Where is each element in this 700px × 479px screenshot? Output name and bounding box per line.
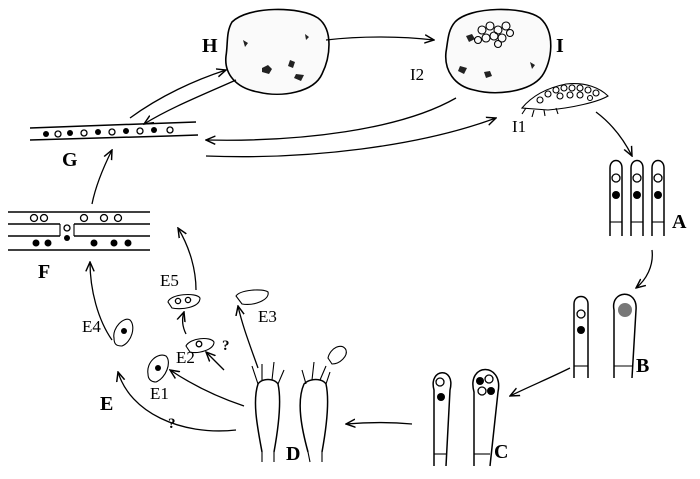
stage-i1-mat: I1 [512, 83, 609, 136]
tuber-icon [225, 8, 330, 96]
arrow-e4-to-f [90, 262, 113, 341]
arrow-g-to-i1 [205, 118, 496, 158]
arrow-b-to-c [510, 367, 571, 396]
label-e4: E4 [82, 317, 101, 336]
stage-g-hypha: G [29, 121, 199, 171]
basidiospore-icon [327, 345, 347, 365]
spore-e1: E1 [147, 354, 169, 403]
label-h: H [202, 35, 218, 57]
basidium-icon [630, 159, 644, 236]
spore-e4: E4 [82, 317, 134, 347]
arrow-i2-to-g [206, 97, 457, 140]
mycelium-mat-icon [520, 83, 609, 111]
question-mark-2: ? [222, 338, 230, 354]
label-i1: I1 [512, 117, 526, 136]
arrow-c-to-d [346, 423, 413, 425]
label-e3: E3 [258, 307, 277, 326]
arrow-g-to-h [129, 70, 226, 119]
stage-c-meiosis: C [432, 368, 508, 467]
basidium-icon [651, 159, 665, 236]
arrow-d-to-e [118, 372, 237, 432]
label-d: D [286, 443, 300, 465]
hypha-icon [8, 211, 150, 251]
label-i: I [556, 35, 564, 57]
sclerotium-cluster [473, 21, 515, 49]
label-b: B [636, 355, 649, 377]
label-c: C [494, 441, 508, 463]
cycle-arrows [90, 37, 653, 432]
hypha-icon [29, 121, 199, 141]
basidiospore-icon [167, 293, 201, 310]
label-i2: I2 [410, 65, 424, 84]
spore-e3: E3 [235, 289, 277, 326]
stage-e-spores: E1 E2 E3 E4 E5 E ? ? [82, 271, 277, 432]
sclerotium-icon [445, 8, 552, 94]
arrow-a-to-b [636, 249, 653, 288]
arrow-d-to-e1 [170, 370, 245, 407]
stage-d-sporulation: D [251, 345, 347, 465]
label-e5: E5 [160, 271, 179, 290]
stage-a-basidia: A [609, 159, 687, 236]
label-e: E [100, 393, 113, 415]
arrow-d-to-e2 [206, 352, 225, 371]
label-e2: E2 [176, 348, 195, 367]
arrow-e2-to-e5 [183, 312, 187, 335]
arrow-i1-to-a [595, 111, 632, 156]
stage-h-tuber: H [202, 8, 330, 96]
stage-f-hyphae: F [8, 211, 150, 283]
arrow-f-to-g [91, 150, 112, 205]
arrow-d-to-e3 [238, 306, 259, 369]
stage-i-sclerotium: I I2 [410, 8, 564, 94]
label-f: F [38, 261, 50, 283]
spore-e5: E5 [160, 271, 201, 310]
question-mark-1: ? [168, 416, 176, 432]
basidiospore-icon [235, 289, 269, 305]
basidiospore-icon [147, 354, 169, 383]
spore-e2: E2 [176, 337, 215, 367]
stage-b-karyogamy: B [573, 293, 649, 379]
basidiospore-icon [113, 318, 134, 347]
arrow-e5-to-f [178, 228, 197, 291]
label-a: A [672, 211, 687, 233]
basidium-icon [609, 159, 623, 236]
arrow-h-to-g [144, 79, 237, 124]
basidiospore-icon [185, 337, 215, 354]
fused-nucleus [618, 303, 632, 317]
label-e1: E1 [150, 384, 169, 403]
label-g: G [62, 149, 78, 171]
arrow-h-to-i [325, 37, 434, 40]
